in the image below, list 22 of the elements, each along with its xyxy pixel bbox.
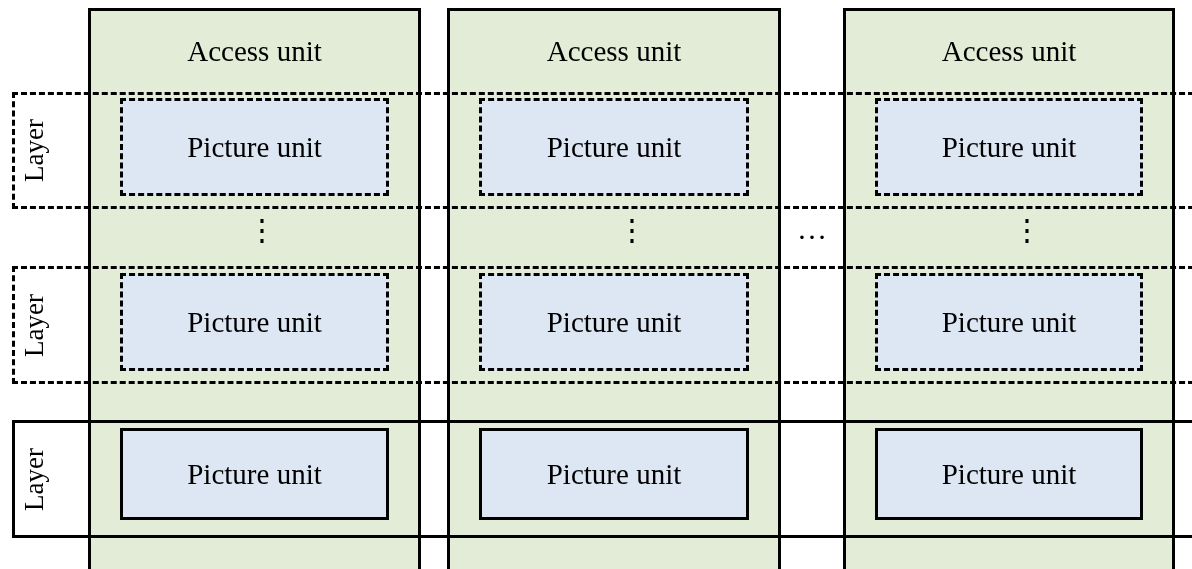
column-heading: Access unit <box>940 35 1078 68</box>
ellipsis-mark: … <box>797 212 827 246</box>
picture-unit-box: Picture unit <box>875 98 1143 196</box>
picture-unit-box: Picture unit <box>479 273 749 371</box>
layer-band <box>12 266 1192 384</box>
column-heading: Access unit <box>545 35 683 68</box>
ellipsis-mark: ⋮ <box>1012 212 1042 247</box>
picture-unit-box: Picture unit <box>479 428 749 520</box>
column-heading: Access unit <box>186 35 323 68</box>
layer-band <box>12 420 1192 538</box>
picture-unit-box: Picture unit <box>120 428 389 520</box>
picture-unit-box: Picture unit <box>479 98 749 196</box>
ellipsis-mark: ⋮ <box>617 212 647 247</box>
layer-band <box>12 92 1192 209</box>
layer-label: Layer <box>18 119 50 182</box>
picture-unit-box: Picture unit <box>120 273 389 371</box>
picture-unit-box: Picture unit <box>875 428 1143 520</box>
layer-label: Layer <box>18 447 50 511</box>
picture-unit-box: Picture unit <box>875 273 1143 371</box>
picture-unit-box: Picture unit <box>120 98 389 196</box>
ellipsis-mark: ⋮ <box>247 212 277 247</box>
layer-label: Layer <box>18 293 50 357</box>
